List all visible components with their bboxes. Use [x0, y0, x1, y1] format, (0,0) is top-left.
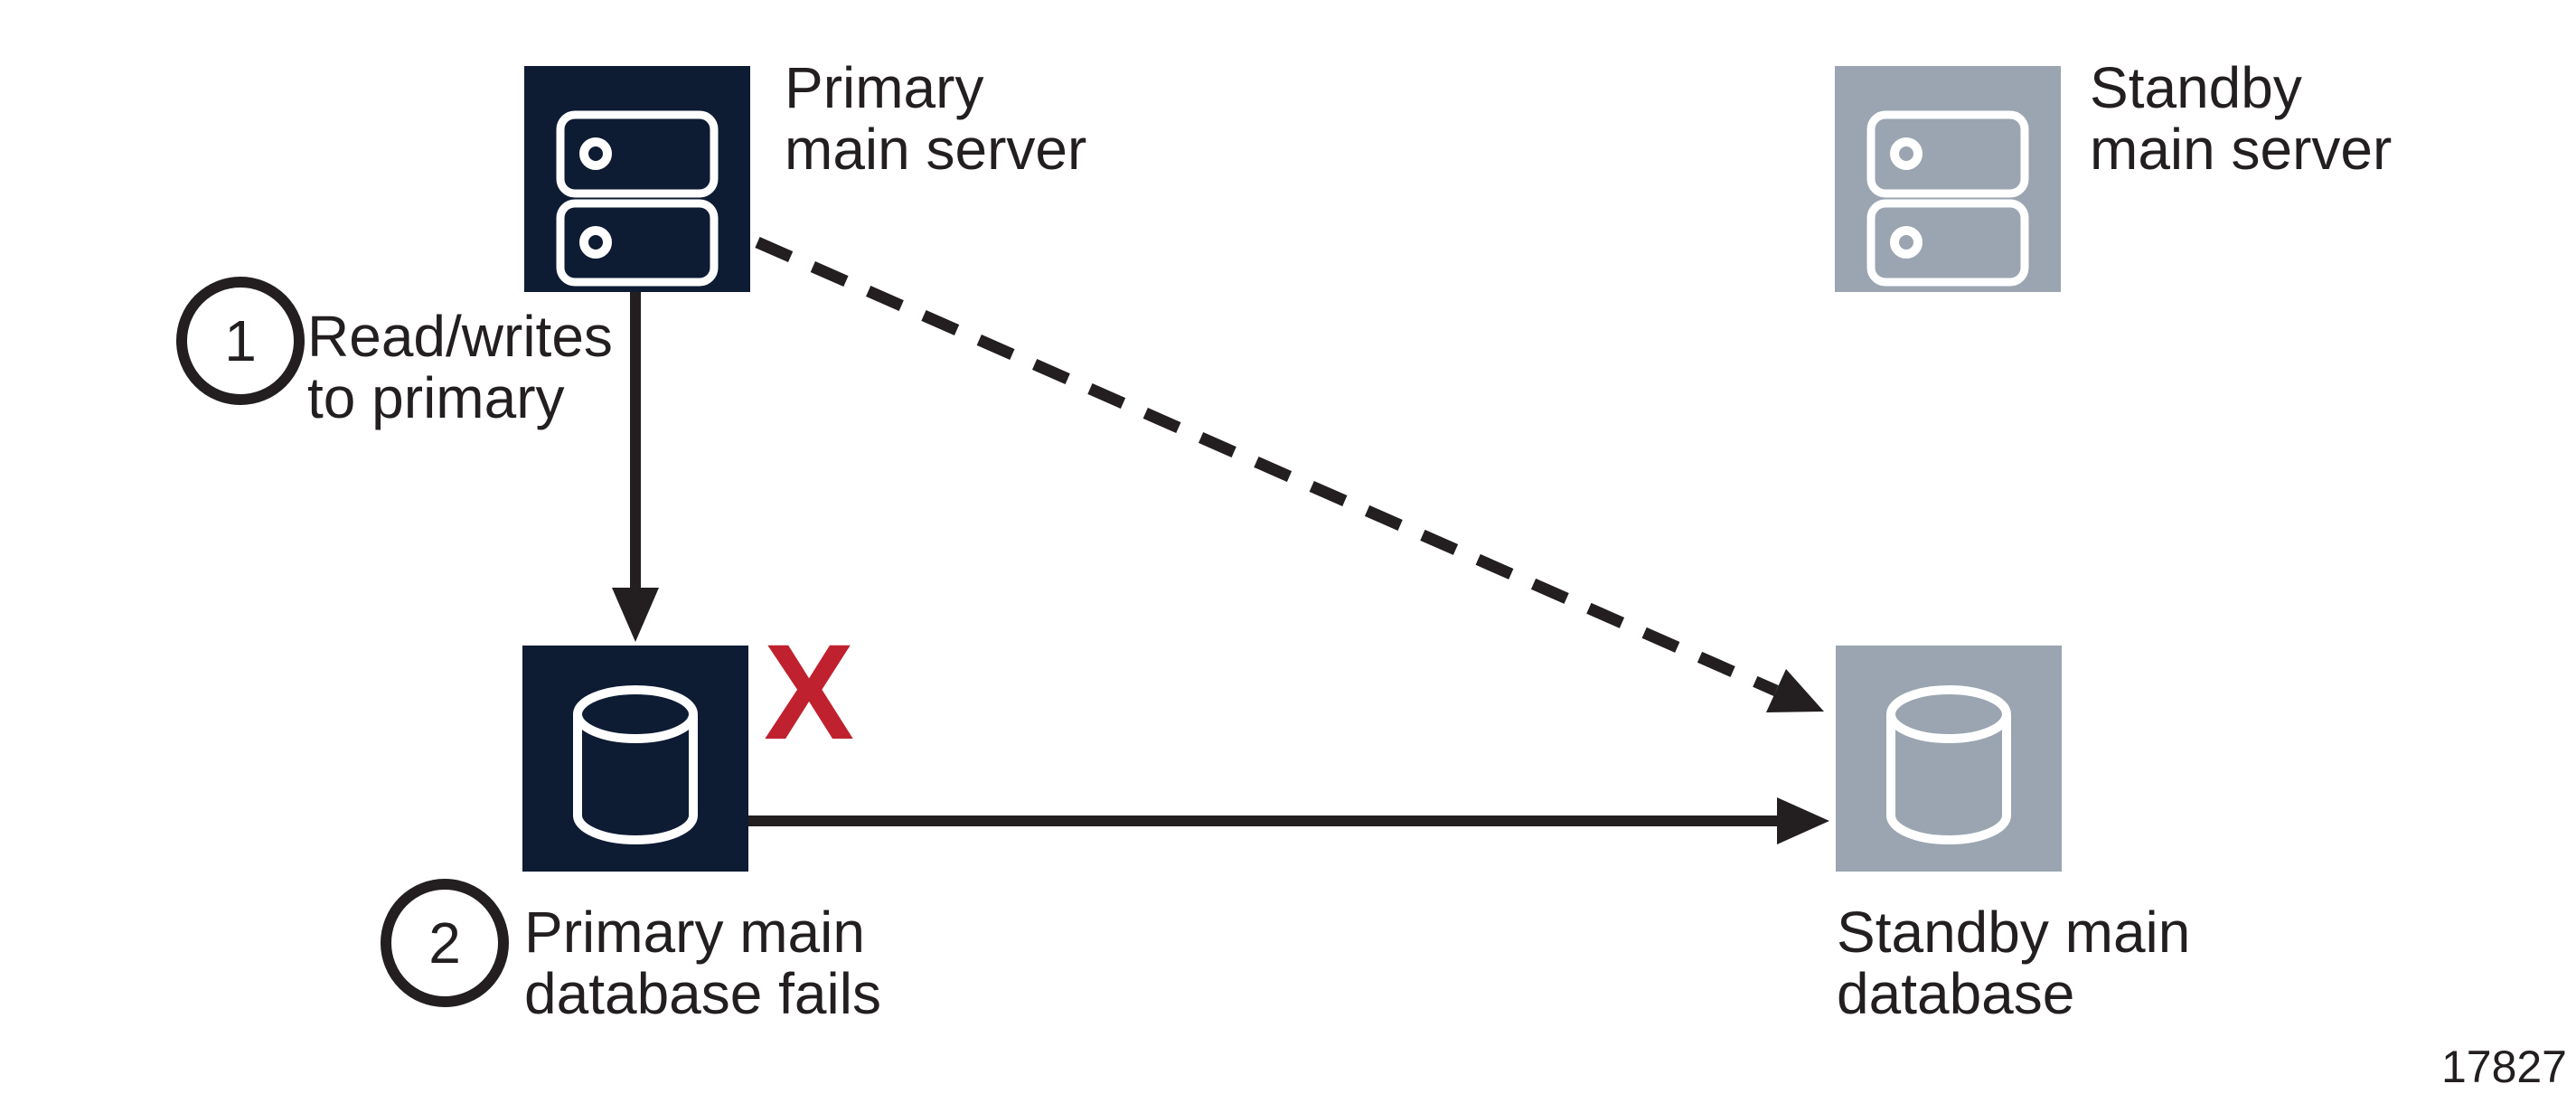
primary-main-database-label: Primary main database fails: [524, 900, 881, 1026]
step-1-label: Read/writes to primary: [307, 304, 613, 430]
failure-x-icon: X: [764, 616, 855, 768]
database-icon: [1886, 685, 2011, 844]
database-icon: [573, 685, 698, 844]
primary-main-server-node: [524, 66, 750, 292]
step-1-badge: 1: [176, 277, 305, 405]
server-icon: [1866, 110, 2029, 287]
standby-main-database-label: Standby main database: [1837, 900, 2191, 1026]
primary-main-server-label: Primary main server: [785, 55, 1087, 182]
step-2-number: 2: [428, 910, 461, 976]
primary-db-to-standby-db-arrow: [748, 797, 1829, 844]
primary-main-database-node: [522, 646, 748, 872]
primary-server-to-primary-db-arrow: [612, 292, 659, 642]
step-2-badge: 2: [381, 879, 509, 1007]
standby-main-server-label: Standby main server: [2090, 55, 2393, 182]
server-icon: [556, 110, 719, 287]
primary-server-to-standby-db-dashed-arrow: [755, 237, 1824, 712]
standby-main-server-node: [1835, 66, 2061, 292]
step-1-number: 1: [224, 308, 257, 373]
figure-number: 17827: [2440, 1042, 2567, 1092]
standby-main-database-node: [1836, 646, 2062, 872]
